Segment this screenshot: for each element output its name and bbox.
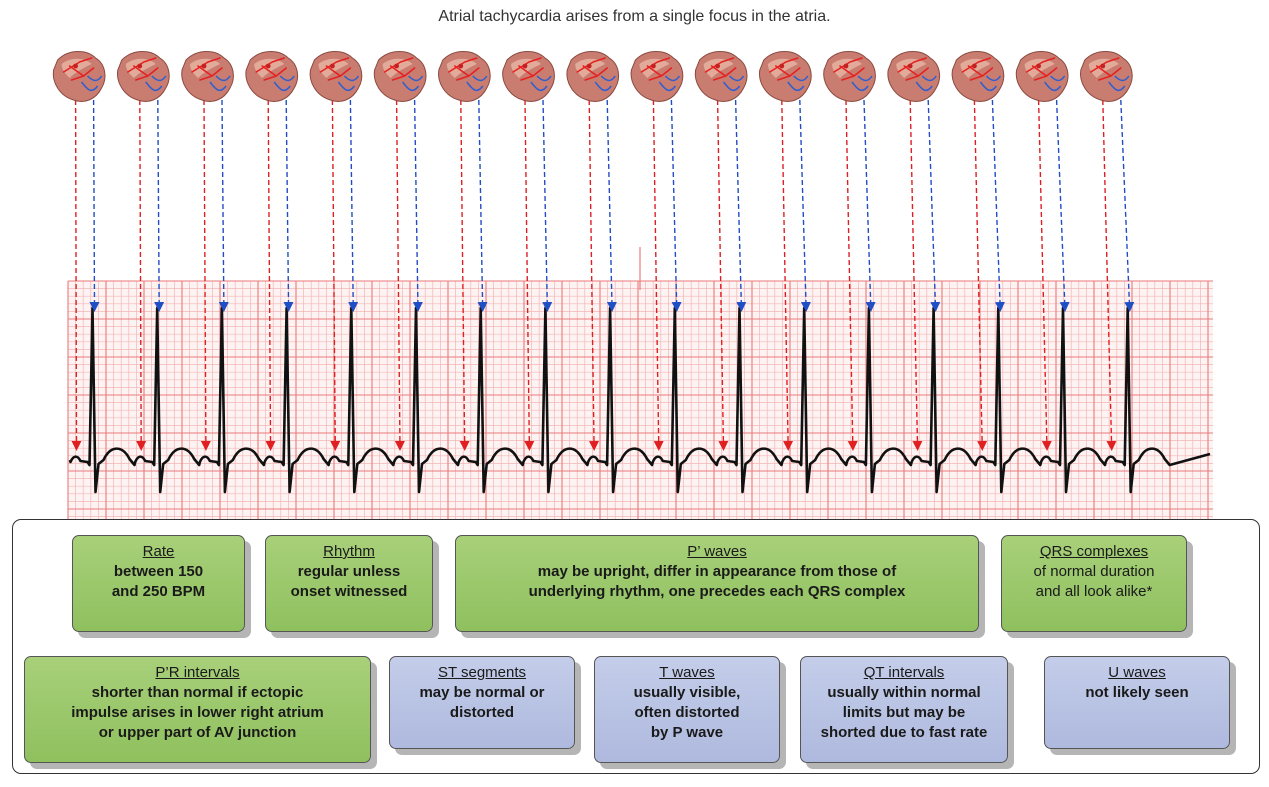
pr-intervals-title: P’R intervals [155, 664, 240, 681]
red-dashed-arrow [71, 99, 82, 451]
red-dashed-arrow [845, 99, 858, 451]
heart-icon [630, 51, 684, 102]
grid-paper [68, 281, 1213, 519]
heart-icon [117, 51, 170, 102]
blue-dashed-arrow [477, 99, 488, 312]
heart-icon [823, 51, 876, 102]
blue-dashed-arrow [412, 99, 423, 312]
blue-dashed-arrow [991, 99, 1005, 312]
red-dashed-arrow [200, 99, 211, 451]
conduction-arrows [71, 99, 1135, 451]
red-dashed-arrow [973, 99, 988, 451]
t-waves-value: usually visible, often distorted by P wa… [633, 684, 741, 741]
blue-dashed-arrow [218, 99, 229, 312]
heart-icon [566, 51, 620, 102]
u-waves-value: not likely seen [1085, 684, 1189, 701]
red-dashed-arrow [524, 99, 535, 451]
ecg-waveform [68, 306, 1211, 494]
blue-dashed-arrow [670, 99, 682, 312]
ecg-grid [67, 280, 1213, 519]
grid-minor-lines [68, 281, 1213, 519]
red-dashed-arrow [909, 99, 923, 451]
qrs-value: of normal duration and all look alike* [1033, 563, 1155, 600]
heart-row [52, 51, 1133, 102]
p-waves-title: P’ waves [687, 543, 747, 560]
t-waves-card: T waves usually visible, often distorted… [594, 656, 780, 763]
heart-icon [694, 51, 748, 102]
blue-dashed-arrow [89, 99, 100, 312]
qt-intervals-title: QT intervals [863, 664, 945, 681]
diagram-title: Atrial tachycardia arises from a single … [438, 8, 831, 25]
blue-dashed-arrow [606, 99, 617, 312]
red-dashed-arrow [588, 99, 599, 451]
blue-dashed-arrow [734, 99, 747, 312]
qt-intervals-card: QT intervals usually within normal limit… [800, 656, 1008, 763]
heart-icon [309, 51, 363, 102]
p-waves-card: P’ waves may be upright, differ in appea… [455, 535, 979, 632]
pr-intervals-card: P’R intervals shorter than normal if ect… [24, 656, 371, 763]
red-dashed-arrow [781, 99, 794, 451]
red-dashed-arrow [1037, 99, 1052, 451]
blue-dashed-arrow [1055, 99, 1070, 312]
heart-icon [438, 51, 491, 102]
red-dashed-arrow [265, 99, 276, 451]
red-dashed-arrow [459, 99, 470, 451]
heart-icon [759, 51, 812, 102]
heart-icon [52, 51, 106, 102]
blue-dashed-arrow [542, 99, 553, 312]
st-segments-title: ST segments [437, 664, 527, 681]
rate-value: between 150 and 250 BPM [111, 563, 206, 600]
rate-title: Rate [142, 543, 175, 560]
rate-card: Rate between 150 and 250 BPM [72, 535, 245, 632]
st-segments-value: may be normal or distorted [419, 684, 545, 721]
blue-dashed-arrow [154, 99, 165, 312]
rhythm-card: Rhythm regular unless onset witnessed [265, 535, 433, 632]
blue-dashed-arrow [283, 99, 294, 312]
blue-dashed-arrow [1120, 99, 1135, 312]
blue-dashed-arrow [348, 99, 359, 312]
qrs-title: QRS complexes [1039, 543, 1149, 560]
pr-intervals-value: shorter than normal if ectopic impulse a… [71, 684, 324, 741]
ecg-trace [68, 306, 1211, 494]
blue-dashed-arrow [863, 99, 876, 312]
u-waves-card: U waves not likely seen [1044, 656, 1230, 749]
qrs-card: QRS complexes of normal duration and all… [1001, 535, 1187, 632]
st-segments-card: ST segments may be normal or distorted [389, 656, 575, 749]
blue-dashed-arrow [927, 99, 941, 312]
red-dashed-arrow [652, 99, 664, 451]
red-dashed-arrow [330, 99, 341, 451]
heart-icon [1015, 51, 1069, 102]
blue-dashed-arrow [799, 99, 811, 312]
rhythm-title: Rhythm [323, 543, 375, 560]
u-waves-title: U waves [1108, 664, 1166, 681]
rhythm-value: regular unless onset witnessed [290, 563, 408, 600]
red-dashed-arrow [716, 99, 729, 451]
rhythm-diagram [52, 51, 1213, 519]
heart-icon [887, 51, 941, 102]
t-waves-title: T waves [659, 664, 715, 681]
heart-icon [1080, 51, 1133, 102]
heart-icon [181, 51, 234, 102]
heart-icon [373, 51, 427, 102]
heart-icon [502, 51, 555, 102]
qt-intervals-value: usually within normal limits but may be … [820, 684, 988, 741]
red-dashed-arrow [136, 99, 147, 451]
heart-icon [951, 51, 1005, 102]
red-dashed-arrow [394, 99, 405, 451]
heart-icon [245, 51, 299, 102]
red-dashed-arrow [1102, 99, 1117, 451]
p-waves-value: may be upright, differ in appearance fro… [528, 563, 906, 600]
